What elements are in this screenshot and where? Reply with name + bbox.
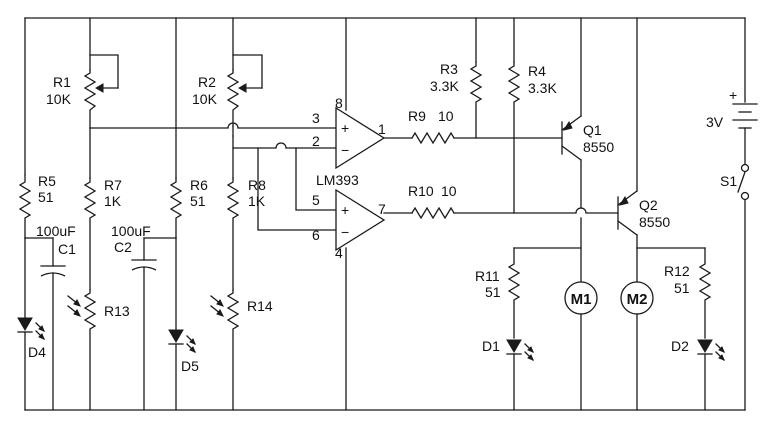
input-wiring — [89, 122, 337, 231]
resistor-r8: R8 1K — [226, 177, 266, 291]
r12-label: R12 — [664, 263, 690, 279]
r14-label: R14 — [247, 298, 273, 314]
capacitor-c1: 100uF C1 — [36, 223, 76, 411]
c1-value: 100uF — [36, 223, 76, 239]
led-d1: D1 — [482, 338, 534, 411]
r10-label: R10 — [408, 183, 434, 199]
q1-label: Q1 — [583, 122, 602, 138]
led-d4: D4 — [17, 237, 46, 411]
d2-label: D2 — [671, 338, 689, 354]
op1-minus: − — [341, 142, 349, 158]
r9-label: R9 — [408, 108, 426, 124]
lm393-label: LM393 — [316, 172, 359, 188]
r8-value: 1K — [248, 193, 266, 209]
pin-1: 1 — [378, 121, 386, 137]
motor-m1: M1 — [564, 281, 598, 411]
r11-value: 51 — [485, 284, 501, 300]
r1-value: 10K — [46, 91, 72, 107]
comparator-lm393: + − + − 3 2 5 6 8 4 1 7 LM393 — [312, 17, 386, 411]
r7-label: R7 — [104, 177, 122, 193]
r4-value: 3.3K — [528, 80, 557, 96]
battery-3v: + 3V — [706, 87, 758, 130]
r7-value: 1K — [104, 193, 122, 209]
r10-value: 10 — [441, 183, 457, 199]
pin-2: 2 — [312, 133, 320, 149]
capacitor-c2: 100uF C2 — [111, 223, 157, 411]
q2-label: Q2 — [639, 197, 658, 213]
d1-label: D1 — [482, 338, 500, 354]
switch-s1: S1 — [720, 163, 750, 201]
led-d5: D5 — [168, 237, 199, 411]
resistor-r9: R9 10 — [383, 108, 563, 145]
r3-label: R3 — [440, 61, 458, 77]
pin-4: 4 — [335, 245, 343, 261]
photoresistor-r13: R13 — [67, 289, 130, 411]
pin-8: 8 — [335, 95, 343, 111]
resistor-r5: R5 51 — [18, 173, 56, 239]
c1-label: C1 — [58, 241, 76, 257]
led-d2: D2 — [671, 338, 725, 411]
pin-7: 7 — [378, 201, 386, 217]
m2-label: M2 — [627, 291, 648, 308]
r11-label: R11 — [475, 268, 500, 284]
op1-plus: + — [341, 120, 349, 136]
r6-value: 51 — [190, 193, 206, 209]
transistor-q1: Q1 8550 — [561, 17, 614, 209]
r6-label: R6 — [190, 177, 208, 193]
photoresistor-r14: R14 — [210, 289, 273, 411]
resistor-r6: R6 51 — [169, 177, 208, 239]
m1-label: M1 — [571, 291, 592, 308]
r4-label: R4 — [528, 63, 546, 79]
r2-value: 10K — [192, 91, 218, 107]
resistor-r11: R11 51 — [475, 247, 521, 339]
op2-plus: + — [341, 202, 349, 218]
d4-label: D4 — [28, 344, 46, 360]
q2-value: 8550 — [639, 214, 670, 230]
q1-value: 8550 — [583, 139, 614, 155]
c2-label: C2 — [114, 239, 132, 255]
pin-5: 5 — [312, 192, 320, 208]
pin-3: 3 — [312, 110, 320, 126]
r5-label: R5 — [38, 173, 56, 189]
resistor-r12: R12 51 — [664, 247, 712, 339]
resistor-r7: R7 1K — [83, 177, 122, 291]
r9-value: 10 — [438, 108, 454, 124]
r8-label: R8 — [248, 177, 266, 193]
op2-minus: − — [341, 224, 349, 240]
r12-value: 51 — [674, 280, 690, 296]
resistor-r3: R3 3.3K — [430, 17, 483, 139]
motor-m2: M2 — [620, 281, 654, 411]
resistor-r10: R10 10 — [383, 183, 619, 220]
r3-value: 3.3K — [430, 78, 459, 94]
pin-6: 6 — [312, 227, 320, 243]
battery-value: 3V — [706, 114, 724, 130]
s1-label: S1 — [720, 173, 737, 189]
r1-label: R1 — [53, 74, 71, 90]
r2-label: R2 — [198, 74, 216, 90]
transistor-q2: Q2 8550 — [617, 17, 670, 283]
potentiometer-r2: R2 10K — [192, 17, 263, 127]
c2-value: 100uF — [111, 223, 151, 239]
r5-value: 51 — [38, 189, 54, 205]
resistor-r4: R4 3.3K — [507, 17, 557, 214]
battery-plus: + — [729, 87, 737, 103]
d5-label: D5 — [181, 358, 199, 374]
r13-label: R13 — [104, 303, 130, 319]
potentiometer-r1: R1 10K — [46, 17, 119, 129]
